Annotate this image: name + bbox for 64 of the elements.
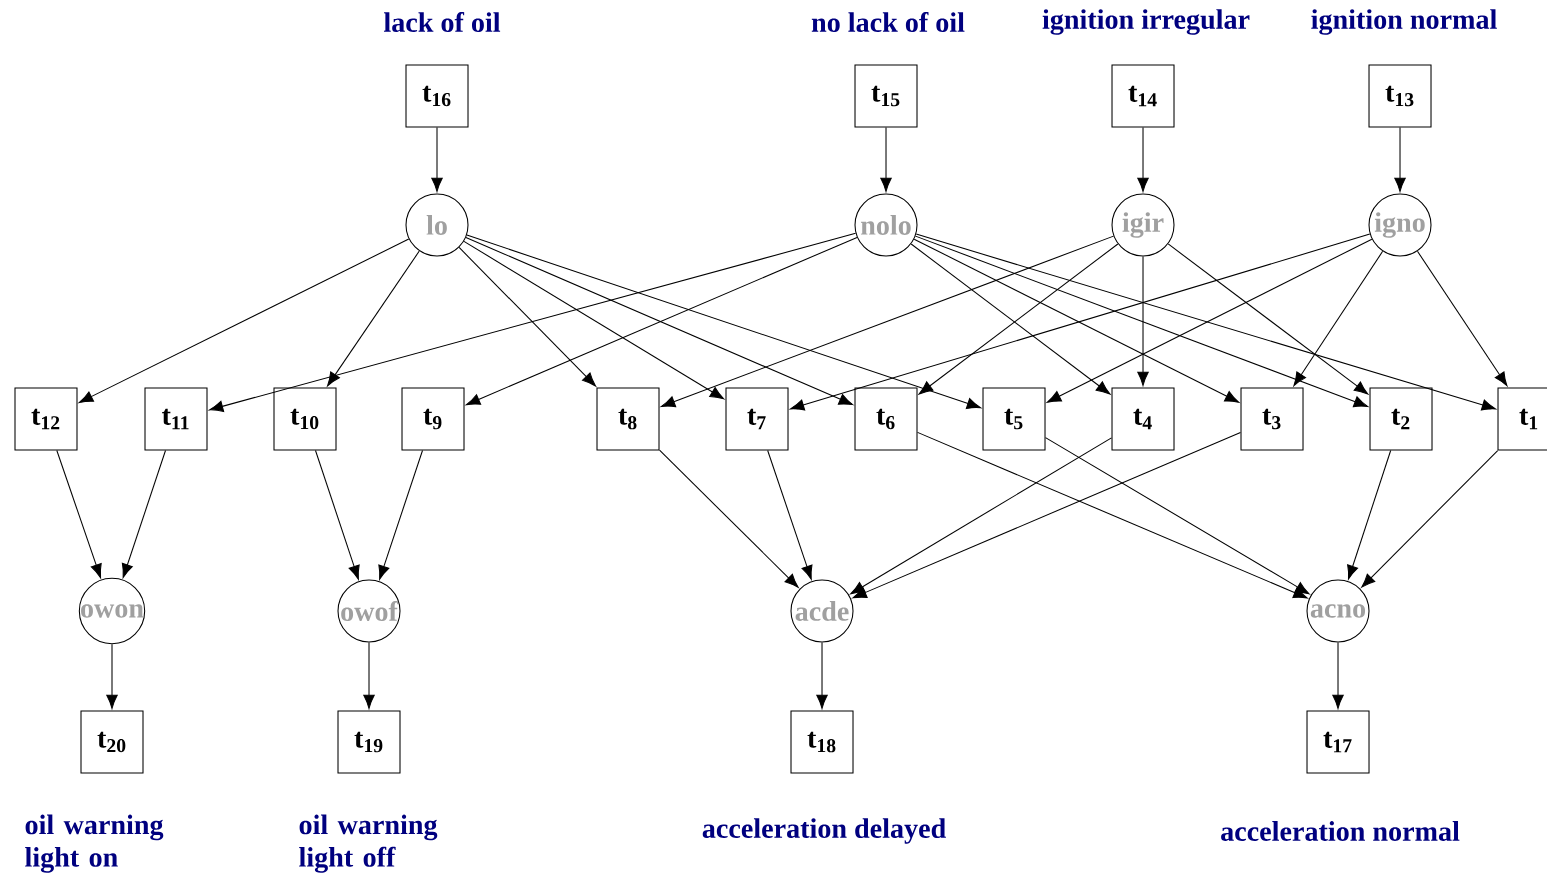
node-caption: lack of oil xyxy=(384,12,501,33)
node-caption: oil warning light off xyxy=(299,814,438,873)
transition-box: t$_{10}$ xyxy=(273,387,337,451)
transition-box: t$_{2}$ xyxy=(1369,387,1433,451)
transition-box: t$_{13}$ xyxy=(1368,64,1432,128)
transition-box: t$_{3}$ xyxy=(1240,387,1304,451)
arrow xyxy=(1137,256,1149,386)
node-caption: ignition normal xyxy=(1311,9,1497,35)
arrow xyxy=(659,449,799,588)
arrow xyxy=(363,642,375,709)
node-caption: acceleration delayed xyxy=(702,818,946,844)
transition-box: t$_{4}$ xyxy=(1111,387,1175,451)
arrow xyxy=(431,127,443,192)
node-caption: no lack of oil xyxy=(811,12,965,33)
arrow xyxy=(466,234,981,410)
transition-box: t$_{9}$ xyxy=(401,387,465,451)
transition-box: t$_{11}$ xyxy=(144,387,208,451)
node-caption: ignition irregular xyxy=(1042,9,1250,35)
arrow xyxy=(1416,250,1508,387)
node-caption: acceleration normal xyxy=(1221,821,1460,841)
arrow xyxy=(56,450,102,579)
arrow xyxy=(1167,243,1369,395)
arrow xyxy=(378,450,424,580)
transition-box: t$_{14}$ xyxy=(1111,64,1175,128)
arrow xyxy=(816,642,828,709)
arrow xyxy=(1046,238,1373,403)
arrow xyxy=(1394,127,1406,192)
arrow xyxy=(852,431,1241,599)
arrow xyxy=(915,233,1496,411)
arrow xyxy=(121,450,167,579)
arrow xyxy=(880,127,892,192)
arrow xyxy=(327,250,420,387)
transition-box: t$_{12}$ xyxy=(14,387,78,451)
transition-box: t$_{5}$ xyxy=(982,387,1046,451)
transition-box: t$_{1}$ xyxy=(1497,387,1547,451)
node-caption: oil warning light on xyxy=(25,814,164,873)
arrow xyxy=(790,233,1371,411)
arrow xyxy=(850,437,1112,595)
arrow xyxy=(106,643,118,709)
transition-box: t$_{15}$ xyxy=(854,64,918,128)
arrow xyxy=(917,431,1308,599)
arrow xyxy=(1361,450,1499,588)
arrow xyxy=(1137,127,1149,192)
arrow xyxy=(458,246,597,387)
transition-box: t$_{20}$ xyxy=(80,710,144,774)
transition-box: t$_{6}$ xyxy=(854,387,918,451)
arrow xyxy=(463,240,725,400)
arrow xyxy=(315,450,360,580)
transition-box: t$_{17}$ xyxy=(1306,710,1370,774)
arrow xyxy=(78,238,410,403)
transition-box: t$_{18}$ xyxy=(790,710,854,774)
transition-box: t$_{16}$ xyxy=(405,64,469,128)
transition-box: t$_{8}$ xyxy=(596,387,660,451)
arrow xyxy=(209,232,857,412)
arrow xyxy=(915,235,1369,408)
transition-box: t$_{19}$ xyxy=(337,710,401,774)
arrow xyxy=(1347,450,1392,580)
transition-box: t$_{7}$ xyxy=(725,387,789,451)
arrow xyxy=(1045,437,1310,595)
arrow xyxy=(1332,642,1344,709)
arrow xyxy=(913,238,1240,403)
arrow xyxy=(767,450,813,580)
arrow xyxy=(660,235,1115,408)
arrow xyxy=(1293,250,1384,387)
